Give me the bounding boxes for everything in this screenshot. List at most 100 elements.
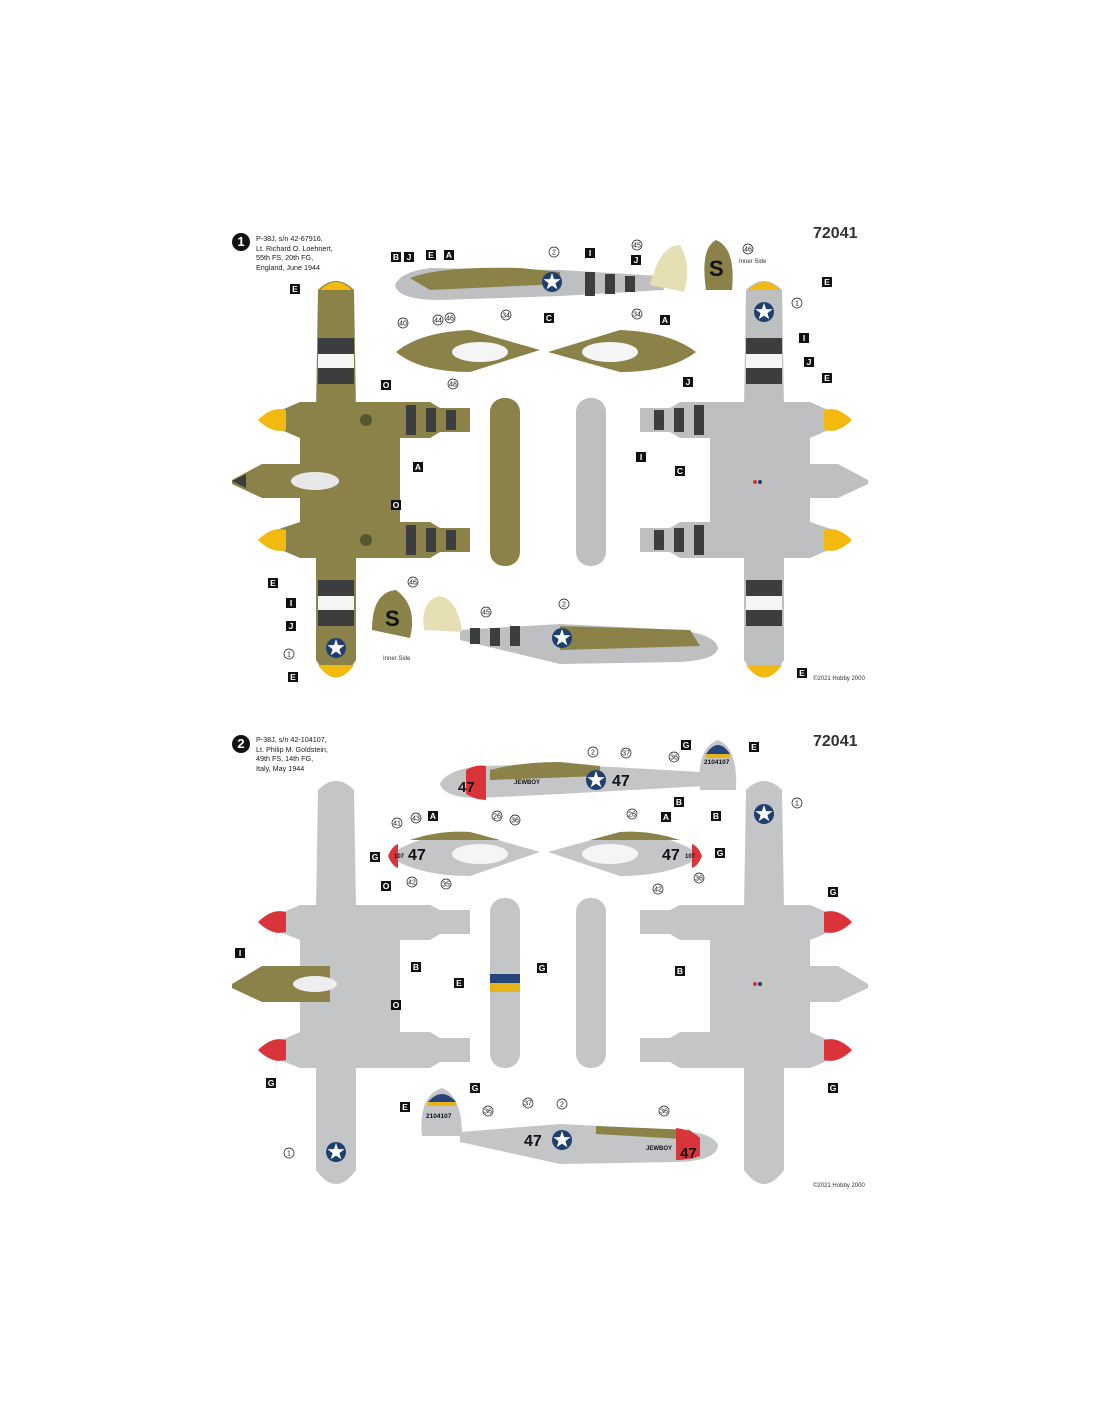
label: C — [546, 313, 552, 323]
scheme-2-panel: 2 P-38J, s/n 42-104107, Lt. Philip M. Go… — [0, 700, 1100, 1220]
label: E — [824, 277, 830, 287]
caption-line: P-38J, s/n 42-67916, — [256, 234, 323, 243]
label: J — [634, 255, 639, 265]
callout: 42 — [408, 880, 416, 887]
callout: 1 — [287, 1151, 291, 1158]
callout: 34 — [633, 312, 641, 319]
label: A — [415, 462, 421, 472]
callout: 36 — [670, 755, 678, 762]
side-view-lower: 47 47 JEWBOY 2104107 — [421, 1088, 718, 1164]
scheme-caption: P-38J, s/n 42-104107, Lt. Philip M. Gold… — [256, 735, 328, 773]
label: E — [402, 1102, 408, 1112]
label: G — [683, 740, 690, 750]
label: I — [803, 333, 805, 343]
callout: 1 — [795, 301, 799, 308]
side-code: 47 — [612, 773, 630, 790]
label: I — [290, 598, 292, 608]
label: I — [640, 452, 642, 462]
callout: 26 — [493, 814, 501, 821]
caption-line: England, June 1944 — [256, 262, 320, 272]
label: I — [239, 948, 241, 958]
label: I — [589, 248, 591, 258]
numbered-callouts — [283, 239, 803, 660]
callout: 37 — [524, 1101, 532, 1108]
label: B — [677, 966, 683, 976]
label: G — [268, 1078, 275, 1088]
label: G — [830, 887, 837, 897]
scheme-caption: P-38J, s/n 42-67916, Lt. Richard O. Loeh… — [256, 234, 333, 272]
caption-line: P-38J, s/n 42-104107, — [256, 735, 327, 744]
caption-line: Lt. Richard O. Loehnert, — [256, 243, 333, 253]
top-view-aluminium — [232, 781, 520, 1184]
callout: 35 — [442, 882, 450, 889]
label: O — [393, 1000, 400, 1010]
callout: 44 — [434, 318, 442, 325]
callout: 2 — [552, 250, 556, 257]
caption-line: Lt. Philip M. Goldstein, — [256, 744, 328, 754]
label: G — [472, 1083, 479, 1093]
tail-letter-s: S — [385, 606, 400, 631]
scheme-1-panel: 1 P-38J, s/n 42-67916, Lt. Richard O. Lo… — [0, 0, 1100, 700]
callout: 46 — [446, 316, 454, 323]
caption-line: 55th FS, 20th FG, — [256, 253, 314, 263]
callout: 1 — [795, 801, 799, 808]
callout: 36 — [484, 1109, 492, 1116]
callout: 40 — [399, 321, 407, 328]
numbered-callouts — [283, 746, 803, 1159]
label: J — [289, 621, 294, 631]
letter-labels: B J E A I J E C A O I J A C E O J I E E … — [268, 248, 832, 682]
side-code: 47 — [458, 779, 475, 796]
top-view-olive — [232, 281, 520, 678]
callout: 26 — [628, 812, 636, 819]
label: E — [751, 742, 757, 752]
bottom-view-grey — [576, 281, 868, 678]
side-view-upper: 47 47 JEWBOY 2104107 — [440, 740, 737, 800]
callout: 2 — [560, 1102, 564, 1109]
numbered-callout-text: 2 37 36 1 41 43 26 36 26 42 35 42 36 36 … — [287, 750, 799, 1158]
nose-art: JEWBOY — [646, 1146, 672, 1152]
numbered-callout-text: 2 45 46 1 40 44 46 34 34 48 46 45 1 2 — [287, 243, 799, 659]
bottom-view-aluminium — [576, 781, 868, 1184]
label: J — [686, 377, 691, 387]
callout: 46 — [744, 247, 752, 254]
label: O — [383, 380, 390, 390]
callout: 2 — [562, 602, 566, 609]
label: J — [407, 252, 412, 262]
label: O — [393, 500, 400, 510]
nose-sides — [396, 330, 696, 372]
callout: 43 — [412, 816, 420, 823]
label: B — [413, 962, 419, 972]
scheme-1-drawings: S S B J E A I J E — [232, 239, 868, 682]
label: E — [824, 373, 830, 383]
inner-side-note: Inner Side — [739, 259, 767, 265]
letter-labels: G E B B A A G G O G B B I E G O G G G E — [235, 740, 838, 1112]
label: G — [372, 852, 379, 862]
side-code: 47 — [680, 1145, 697, 1162]
label: E — [456, 978, 462, 988]
side-view-lower: S — [372, 590, 718, 664]
side-code: 47 — [662, 847, 680, 864]
label: B — [393, 252, 399, 262]
label: G — [830, 1083, 837, 1093]
label: J — [807, 357, 812, 367]
callout: 1 — [287, 652, 291, 659]
kit-number: 72041 — [813, 225, 858, 242]
inner-side-note: Inner Side — [383, 656, 411, 662]
label: G — [717, 848, 724, 858]
nose-art: JEWBOY — [514, 780, 540, 786]
label: A — [446, 250, 452, 260]
callout: 37 — [622, 751, 630, 758]
callout: 2 — [591, 750, 595, 757]
label: G — [539, 963, 546, 973]
side-code: 47 — [524, 1133, 542, 1150]
kit-number: 72041 — [813, 733, 858, 750]
scheme-number-badge: 1 — [232, 233, 250, 251]
callout: 45 — [633, 243, 641, 250]
side-view-upper: S — [395, 240, 733, 300]
side-code: 47 — [408, 847, 426, 864]
caption-line: Italy, May 1944 — [256, 763, 305, 773]
copyright: ©2021 Hobby 2000 — [813, 676, 865, 682]
scheme-2-drawings: 47 47 JEWBOY 2104107 47 107 47 107 — [232, 740, 868, 1184]
caption-line: 49th FS, 14th FG, — [256, 754, 314, 764]
callout: 41 — [393, 821, 401, 828]
